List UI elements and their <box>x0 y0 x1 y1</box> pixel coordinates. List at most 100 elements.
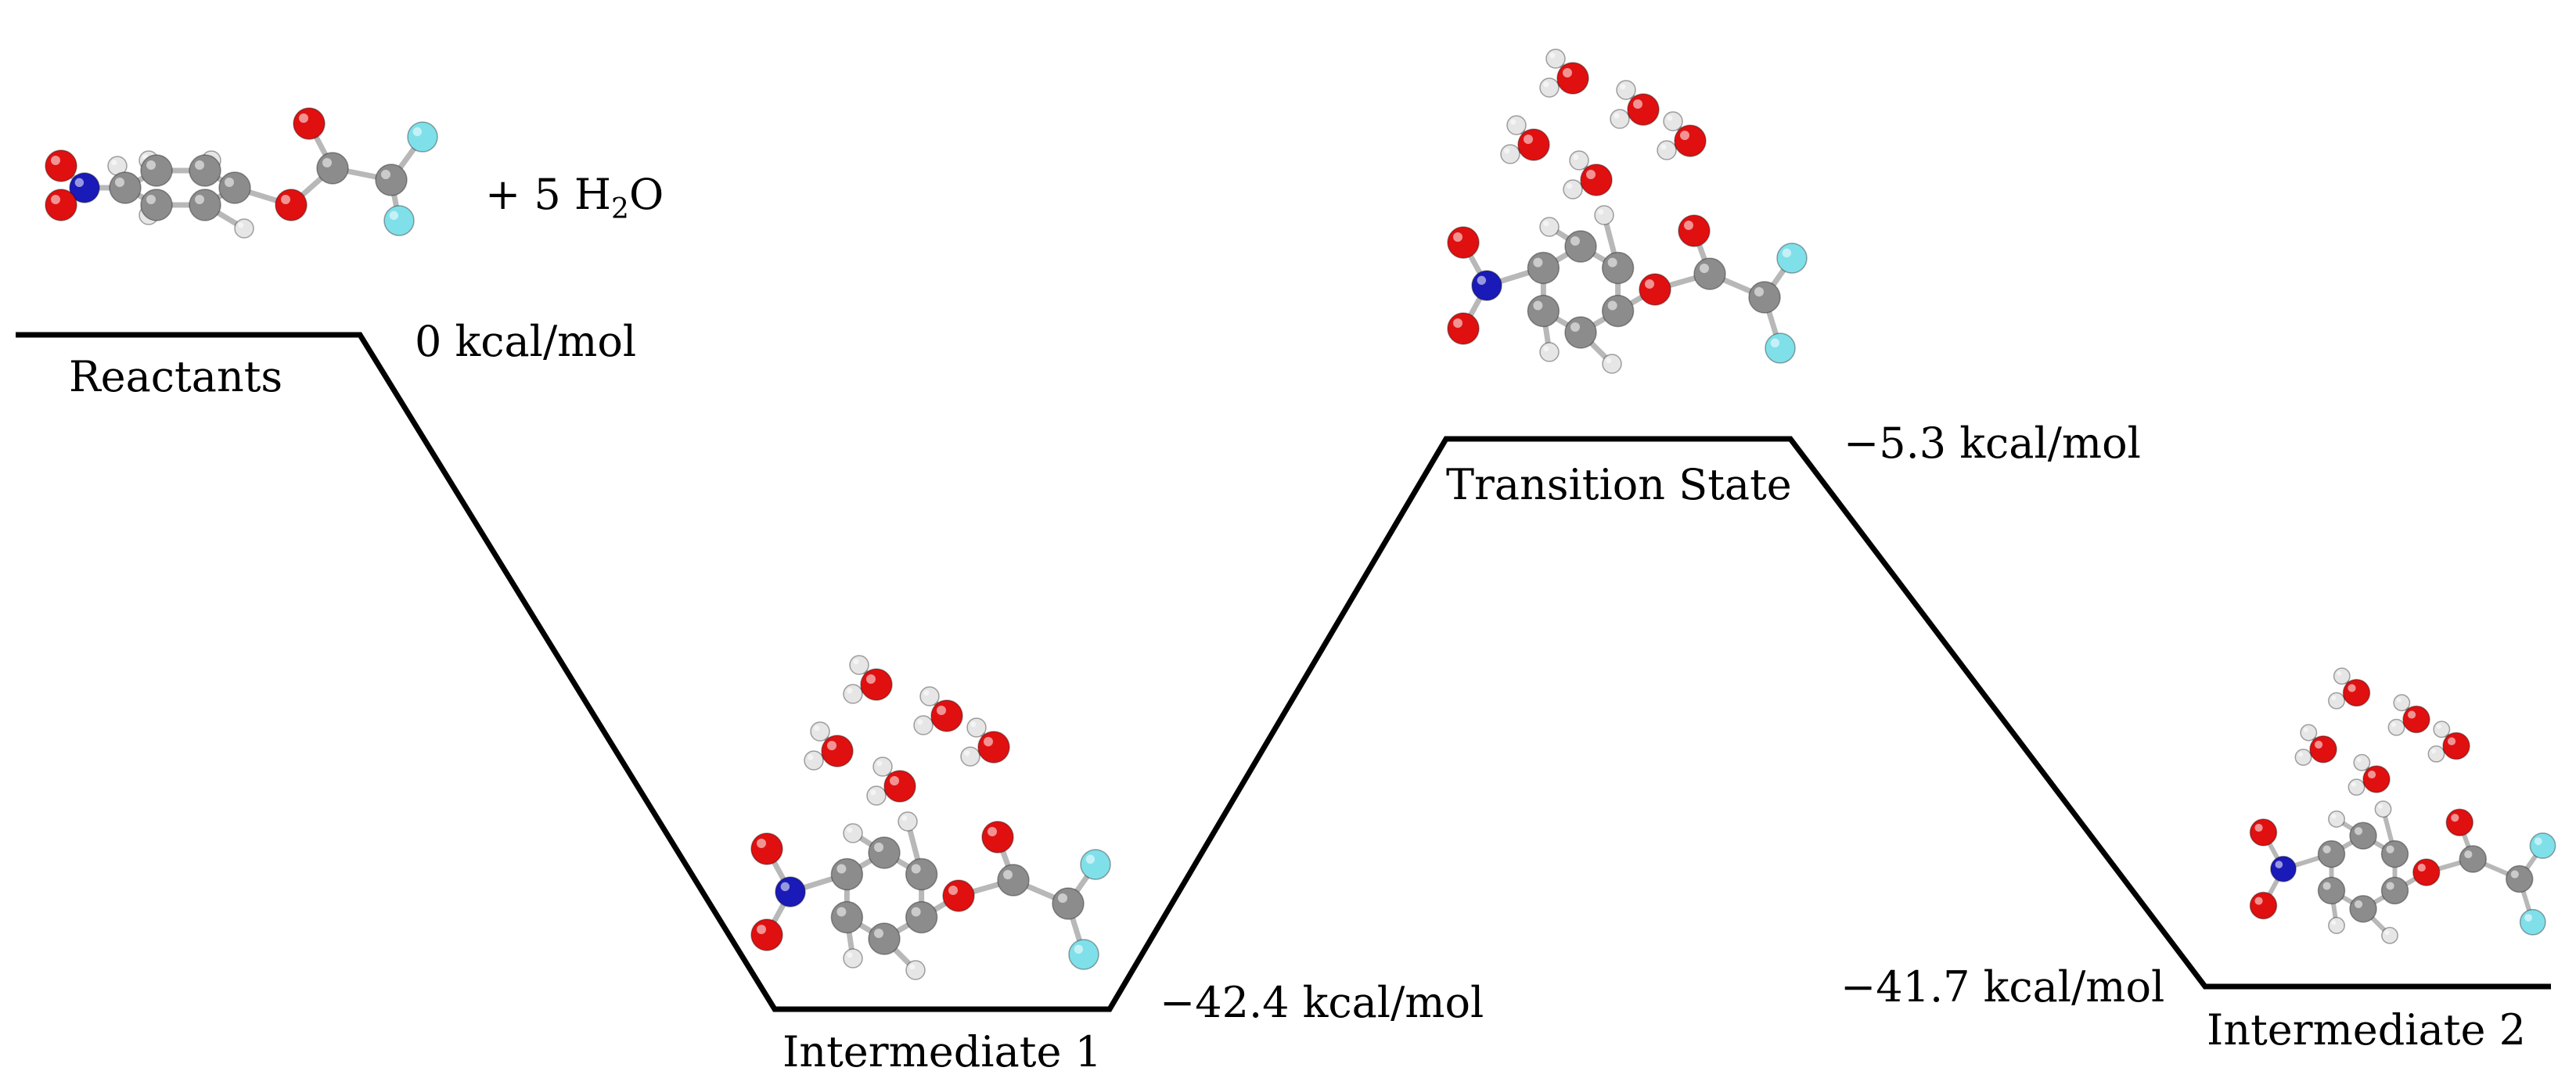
intermediate-2-energy-label: −41.7 kcal/mol <box>1840 962 2165 1012</box>
hydrogen-atom <box>913 715 934 735</box>
atom-highlight <box>1533 257 1543 268</box>
carbon-atom <box>218 171 251 204</box>
hydrogen-atom <box>2374 800 2392 818</box>
reactant-molecule-model <box>45 107 438 239</box>
oxygen-atom <box>293 107 326 140</box>
hydrogen-atom <box>2427 745 2445 763</box>
hydrogen-atom <box>843 948 863 969</box>
oxygen-atom <box>1556 62 1589 95</box>
intermediate-1-label: Intermediate 1 <box>783 1027 1102 1076</box>
atom-highlight <box>901 815 908 821</box>
water-addition-label: + 5 H2O <box>485 174 664 224</box>
transition-state-molecule-model <box>1447 49 1808 374</box>
water-suffix: O <box>628 170 664 219</box>
atom-highlight <box>757 839 766 848</box>
atom-highlight <box>2367 770 2376 779</box>
atom-highlight <box>1085 854 1096 864</box>
atom-highlight <box>911 864 921 874</box>
atom-highlight <box>2254 897 2263 905</box>
hydrogen-atom <box>2328 917 2345 934</box>
atom-highlight <box>195 160 204 170</box>
oxygen-atom <box>930 699 963 732</box>
atom-highlight <box>911 907 921 917</box>
carbon-atom <box>2349 895 2377 923</box>
carbon-atom <box>316 152 349 185</box>
hydrogen-atom <box>1616 80 1636 100</box>
atom-highlight <box>1598 209 1604 215</box>
water-subscript: 2 <box>611 193 629 225</box>
carbon-atom <box>868 836 901 869</box>
atom-highlight <box>909 964 916 970</box>
hydrogen-atom <box>1539 77 1560 98</box>
intermediate-1-molecule-model <box>750 655 1111 980</box>
atom-highlight <box>2354 827 2363 836</box>
hydrogen-atom <box>905 960 926 980</box>
hydrogen-atom <box>2328 810 2345 828</box>
atom-highlight <box>937 706 946 715</box>
atom-highlight <box>1453 318 1462 328</box>
atom-highlight <box>917 719 923 725</box>
carbon-atom <box>997 864 1030 897</box>
hydrogen-atom <box>849 655 869 675</box>
carbon-atom <box>1527 251 1560 285</box>
hydrogen-atom <box>1663 111 1683 131</box>
oxygen-atom <box>1447 312 1480 345</box>
carbon-atom <box>905 900 938 934</box>
reactants-energy-label: 0 kcal/mol <box>415 317 637 366</box>
hydrogen-atom <box>1569 150 1589 171</box>
atom-highlight <box>1058 893 1067 903</box>
atom-highlight <box>923 690 930 696</box>
oxygen-atom <box>977 731 1010 764</box>
atom-highlight <box>1680 131 1689 140</box>
hydrogen-atom <box>1506 115 1527 135</box>
hydrogen-atom <box>966 717 987 738</box>
intermediate-1-energy-label: −42.4 kcal/mol <box>1160 978 1484 1027</box>
oxygen-atom <box>2402 705 2430 734</box>
hydrogen-atom <box>1610 109 1630 129</box>
oxygen-atom <box>1447 226 1480 259</box>
carbon-atom <box>1527 294 1560 328</box>
atom-highlight <box>847 827 853 833</box>
atom-highlight <box>146 195 156 204</box>
atom-highlight <box>1524 135 1533 144</box>
nitrogen-atom <box>775 876 806 908</box>
atom-highlight <box>412 127 423 137</box>
hydrogen-atom <box>843 823 863 843</box>
carbon-atom <box>140 154 173 187</box>
atom-highlight <box>1607 257 1617 268</box>
oxygen-atom <box>1580 164 1613 196</box>
atom-highlight <box>1477 275 1487 286</box>
hydrogen-atom <box>898 811 918 832</box>
atom-highlight <box>51 195 60 204</box>
atom-highlight <box>853 659 859 665</box>
hydrogen-atom <box>1563 179 1583 199</box>
reactants-label: Reactants <box>69 352 283 401</box>
oxygen-atom <box>1517 128 1550 161</box>
hydrogen-atom <box>804 750 824 771</box>
oxygen-atom <box>2412 858 2441 886</box>
hydrogen-atom <box>1545 49 1566 69</box>
atom-highlight <box>757 925 766 934</box>
atom-highlight <box>2451 814 2459 822</box>
atom-highlight <box>225 178 234 187</box>
oxygen-atom <box>2445 808 2473 836</box>
atom-highlight <box>1567 183 1573 189</box>
carbon-atom <box>1052 887 1085 920</box>
carbon-atom <box>189 189 221 221</box>
fluorine-atom <box>2529 832 2556 859</box>
atom-highlight <box>827 741 836 750</box>
atom-highlight <box>322 158 332 167</box>
hydrogen-atom <box>2300 724 2318 742</box>
atom-highlight <box>1533 300 1543 311</box>
atom-highlight <box>814 725 820 731</box>
atom-highlight <box>238 222 244 228</box>
atom-highlight <box>2386 882 2394 890</box>
atom-highlight <box>988 827 997 836</box>
atom-highlight <box>847 688 853 694</box>
carbon-atom <box>2317 876 2346 905</box>
carbon-atom <box>905 857 938 891</box>
atom-highlight <box>2510 870 2519 879</box>
atom-highlight <box>1453 232 1462 242</box>
atom-highlight <box>2447 737 2456 746</box>
oxygen-atom <box>2342 678 2371 707</box>
